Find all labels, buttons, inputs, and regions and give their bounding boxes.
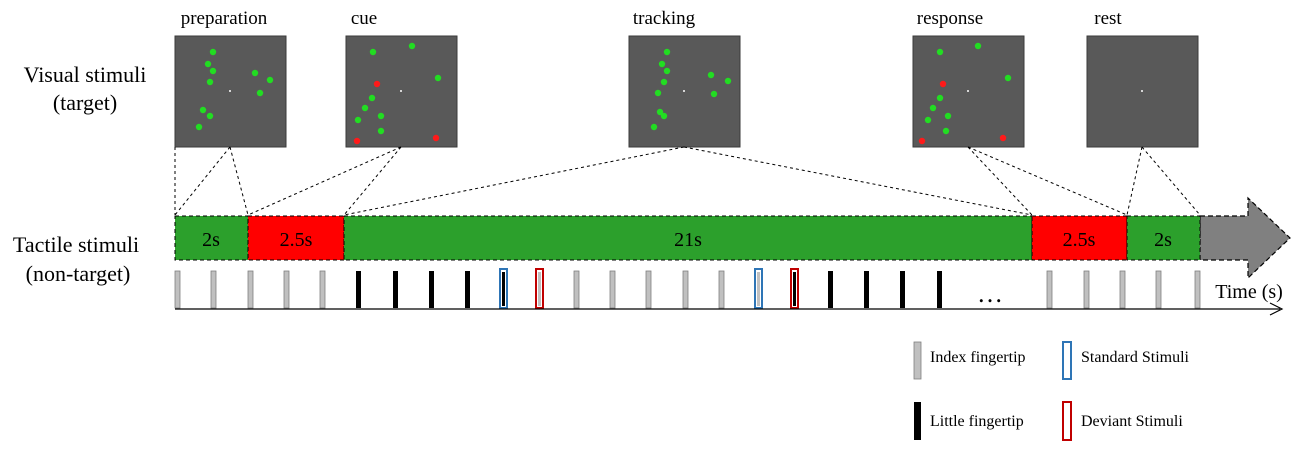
segment-21s-tracking (343, 215, 1033, 261)
panel-rest (1086, 35, 1199, 148)
segment-label-21s: 21s (674, 229, 702, 251)
stim-index-fingertip (757, 272, 760, 306)
stim-index-fingertip (645, 270, 652, 309)
legend-index-label: Index fingertip (930, 349, 1026, 366)
stim-index-fingertip (609, 270, 616, 309)
panel-cue (345, 35, 458, 148)
time-axis-arrowhead (1269, 302, 1284, 316)
stim-index-fingertip (682, 270, 689, 309)
tactile-row-label-2: (non-target) (26, 261, 131, 286)
stim-index-fingertip (319, 270, 326, 309)
visual-row-label-1: Visual stimuli (24, 62, 147, 87)
stim-little-fingertip (864, 271, 869, 308)
stim-little-fingertip (429, 271, 434, 308)
stim-little-fingertip (793, 272, 796, 306)
time-arrow-head (1199, 196, 1291, 280)
stim-index-fingertip (573, 270, 580, 309)
panel-response (912, 35, 1025, 148)
panel-connectors (174, 146, 1201, 216)
legend-deviant-label: Deviant Stimuli (1081, 413, 1183, 430)
time-axis-label: Time (s) (1215, 281, 1283, 303)
segment-label-2.5s-cue: 2.5s (280, 229, 313, 251)
stim-index-fingertip (1194, 270, 1201, 309)
stim-little-fingertip (356, 271, 361, 308)
panel-title-rest: rest (1094, 8, 1122, 29)
segment-2.5s-response (1031, 215, 1128, 261)
panel-preparation (174, 35, 287, 148)
panel-title-preparation: preparation (181, 8, 268, 29)
stim-index-fingertip (210, 270, 217, 309)
stim-little-fingertip (828, 271, 833, 308)
stim-little-fingertip (465, 271, 470, 308)
stim-index-fingertip (283, 270, 290, 309)
stim-index-fingertip (1119, 270, 1126, 309)
stim-index-fingertip (1046, 270, 1053, 309)
segment-label-2s-start: 2s (202, 229, 220, 251)
stim-index-fingertip (1155, 270, 1162, 309)
legend-little-label: Little fingertip (930, 413, 1024, 430)
stim-index-fingertip (718, 270, 725, 309)
stim-little-fingertip (393, 271, 398, 308)
panel-title-tracking: tracking (633, 8, 696, 29)
panel-title-cue: cue (351, 8, 377, 29)
panel-tracking (628, 35, 741, 148)
segment-2s-start (174, 215, 249, 261)
stim-index-fingertip (247, 270, 254, 309)
segment-label-2.5s-response: 2.5s (1063, 229, 1096, 251)
legend-standard-swatch (1062, 341, 1072, 380)
stim-index-fingertip (538, 272, 541, 306)
stim-little-fingertip (900, 271, 905, 308)
ellipsis: … (977, 279, 1003, 308)
legend: Index fingertip Standard Stimuli Little … (913, 341, 1190, 441)
tactile-stimulus-bars (174, 268, 1201, 309)
visual-row-label-2: (target) (53, 90, 117, 115)
legend-little-swatch (914, 402, 921, 440)
stim-little-fingertip (937, 271, 942, 308)
legend-standard-label: Standard Stimuli (1081, 349, 1190, 366)
legend-deviant-swatch (1062, 401, 1072, 441)
tactile-row-label-1: Tactile stimuli (13, 232, 139, 257)
legend-index-swatch (913, 341, 922, 380)
panel-title-response: response (917, 8, 983, 29)
segment-2s-rest (1126, 215, 1201, 261)
stim-index-fingertip (174, 270, 181, 309)
stim-index-fingertip (1083, 270, 1090, 309)
segment-label-2s-rest: 2s (1154, 229, 1172, 251)
stim-little-fingertip (502, 272, 505, 306)
segment-2.5s-cue (247, 215, 345, 261)
timeline-segments (174, 215, 1201, 261)
